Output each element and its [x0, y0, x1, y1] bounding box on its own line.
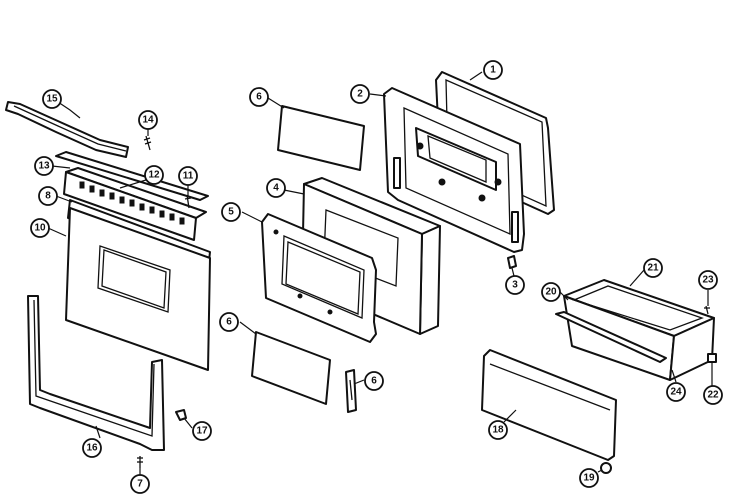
drawer-front-part-18 [481, 349, 617, 461]
glass-part-6-bottom [251, 331, 331, 405]
callout-24: 24 [666, 382, 686, 402]
callout-2: 2 [350, 84, 370, 104]
svg-text:10: 10 [34, 223, 46, 234]
svg-text:4: 4 [273, 183, 279, 194]
drawer-tub-part-21 [563, 279, 715, 381]
svg-text:13: 13 [38, 161, 50, 172]
svg-text:6: 6 [226, 317, 232, 328]
callout-11: 11 [178, 166, 198, 186]
svg-text:6: 6 [371, 376, 377, 387]
inner-door-part-5 [261, 213, 377, 343]
svg-text:1: 1 [490, 65, 496, 76]
svg-text:2: 2 [357, 89, 363, 100]
callout-5: 5 [221, 202, 241, 222]
callout-6-bottom: 6 [219, 312, 239, 332]
drawer-slide-part-20 [555, 311, 667, 363]
callout-21: 21 [643, 258, 663, 278]
svg-text:3: 3 [512, 280, 518, 291]
hinge-part-3 [507, 255, 517, 269]
svg-text:16: 16 [86, 443, 98, 454]
glass-part-6-top [277, 105, 365, 171]
callout-3: 3 [505, 275, 525, 295]
clip-part-22 [707, 353, 717, 363]
callout-17: 17 [192, 421, 212, 441]
svg-text:5: 5 [228, 207, 234, 218]
callout-14: 14 [138, 110, 158, 130]
svg-text:11: 11 [183, 171, 194, 182]
callout-16: 16 [82, 438, 102, 458]
door-frame-part-16 [27, 295, 165, 451]
callout-23: 23 [698, 270, 718, 290]
callout-12: 12 [144, 165, 164, 185]
leader-lines [47, 71, 713, 476]
door-inner-frame-part-2 [383, 87, 525, 253]
callout-6-top: 6 [249, 87, 269, 107]
svg-text:24: 24 [670, 387, 682, 398]
svg-text:7: 7 [137, 479, 143, 490]
knob-part-19 [600, 462, 612, 474]
bracket-part-6 [345, 369, 357, 413]
outer-door-panel-part-10 [65, 207, 211, 371]
callout-15: 15 [42, 89, 62, 109]
callout-10: 10 [30, 218, 50, 238]
callout-8: 8 [38, 186, 58, 206]
callout-18: 18 [488, 420, 508, 440]
svg-text:22: 22 [707, 390, 719, 401]
svg-text:18: 18 [492, 425, 504, 436]
screw-part-23 [704, 305, 710, 315]
svg-text:21: 21 [647, 263, 659, 274]
callout-20: 20 [541, 282, 561, 302]
svg-text:17: 17 [196, 426, 208, 437]
door-handle-part-15 [5, 101, 129, 158]
svg-text:14: 14 [142, 115, 154, 126]
svg-text:8: 8 [45, 191, 51, 202]
callout-13: 13 [34, 156, 54, 176]
clip-part-17 [175, 409, 187, 421]
callout-22: 22 [703, 385, 723, 405]
svg-text:15: 15 [46, 94, 58, 105]
trim-strip-part-13 [55, 151, 209, 201]
callout-7: 7 [130, 474, 150, 494]
svg-text:19: 19 [583, 473, 595, 484]
screw-part-7 [137, 456, 143, 468]
callout-1: 1 [483, 60, 503, 80]
callout-6-bracket: 6 [364, 371, 384, 391]
callout-4: 4 [266, 178, 286, 198]
screw-part-14 [143, 135, 152, 151]
screw-part-11 [184, 194, 192, 209]
svg-text:20: 20 [545, 287, 557, 298]
svg-text:6: 6 [256, 92, 262, 103]
callout-19: 19 [579, 468, 599, 488]
control-panel-part-12 [63, 167, 207, 241]
svg-text:12: 12 [148, 170, 160, 181]
svg-text:23: 23 [702, 275, 714, 286]
